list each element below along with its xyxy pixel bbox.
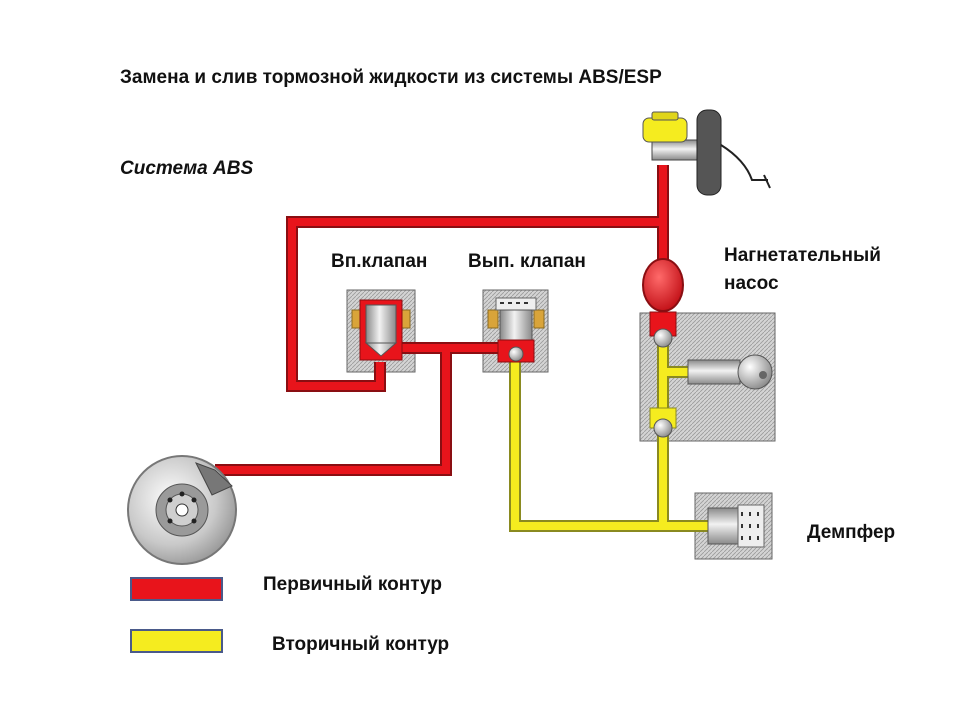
inlet-valve-label: Вп.клапан: [331, 251, 428, 272]
damper: [707, 504, 765, 548]
pump: [642, 258, 773, 438]
legend-primary-label: Первичный контур: [263, 574, 442, 595]
pump-label-line2: насос: [724, 273, 779, 294]
secondary-circuit: [509, 340, 710, 532]
legend-primary-swatch: [130, 577, 223, 601]
pump-label-line1: Нагнетательный: [724, 245, 881, 266]
brake-booster: [696, 109, 722, 196]
outlet-valve: [487, 297, 545, 363]
damper-label: Демпфер: [807, 522, 896, 543]
pump-eccentric: [737, 354, 773, 390]
master-cylinder: [642, 109, 771, 196]
primary-circuit: [215, 165, 669, 476]
brake-caliper: [194, 462, 233, 496]
legend-secondary-swatch: [130, 629, 223, 653]
outlet-valve-label: Вып. клапан: [468, 251, 586, 272]
brake-pedal-rod: [720, 144, 771, 189]
pump-label: Нагнетательный насос: [724, 242, 924, 298]
brake-disc: [127, 455, 237, 565]
inlet-valve: [351, 299, 411, 361]
diagram-subtitle: Система ABS: [120, 158, 254, 179]
legend-secondary-label: Вторичный контур: [272, 634, 450, 655]
pump-piston: [687, 359, 741, 385]
page-title: Замена и слив тормозной жидкости из сист…: [120, 67, 662, 88]
